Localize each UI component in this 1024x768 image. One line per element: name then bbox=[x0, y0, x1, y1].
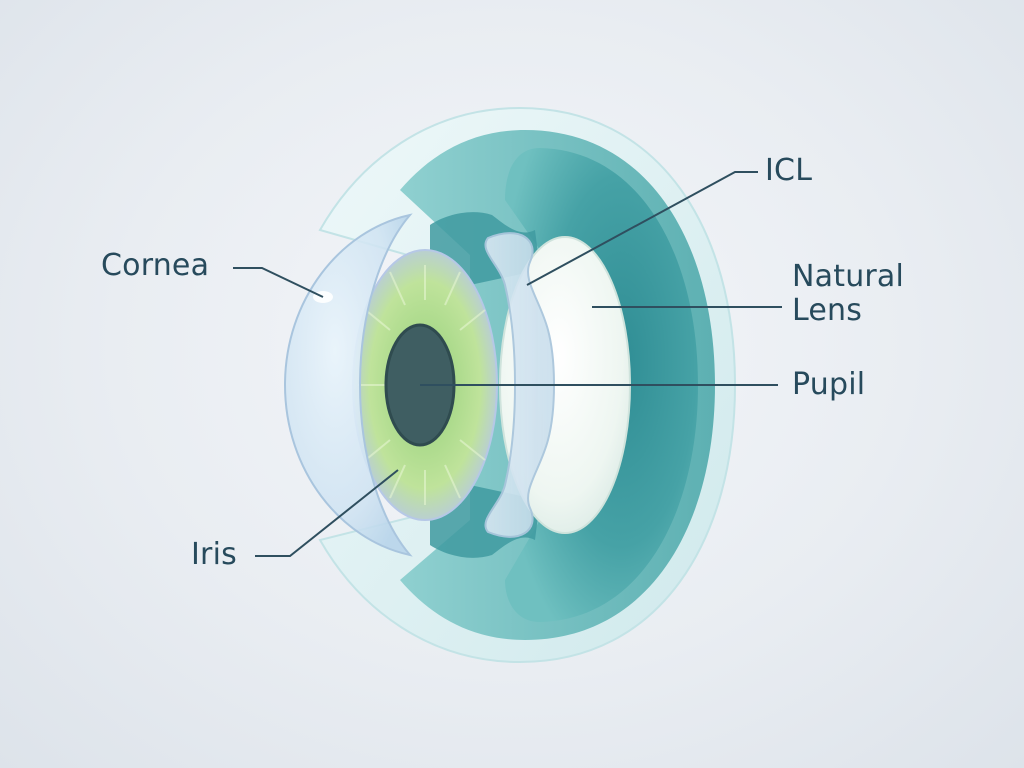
label-pupil: Pupil bbox=[792, 367, 866, 402]
label-natural-lens: Natural Lens bbox=[792, 259, 905, 328]
label-cornea: Cornea bbox=[101, 248, 210, 283]
leader-cornea bbox=[233, 267, 324, 298]
label-icl: ICL bbox=[765, 153, 813, 188]
leader-iris bbox=[255, 469, 399, 557]
leader-lines bbox=[233, 171, 782, 557]
label-iris: Iris bbox=[191, 537, 237, 572]
leader-icl bbox=[526, 171, 758, 286]
